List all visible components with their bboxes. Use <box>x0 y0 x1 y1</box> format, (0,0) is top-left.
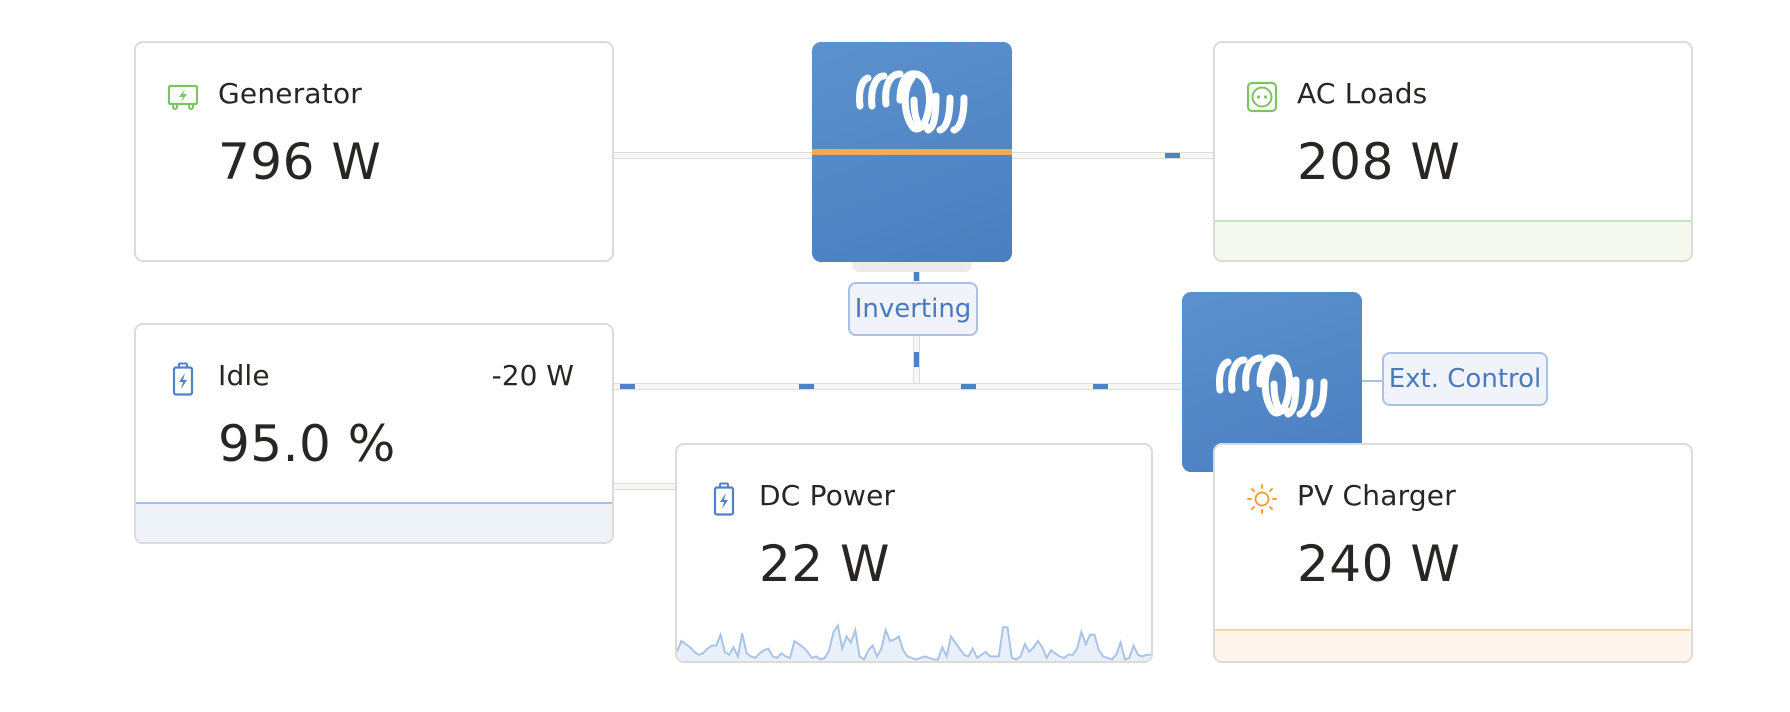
ac-loads-title: AC Loads <box>1297 77 1428 110</box>
generator-icon <box>166 80 200 114</box>
battery-card[interactable]: Idle -20 W 95.0 % <box>134 323 614 544</box>
ac-loads-history-band <box>1215 220 1691 260</box>
dc-flow-dot-3 <box>961 384 976 389</box>
dc-flow-dot-2 <box>799 384 814 389</box>
solar-charger-status-badge: Ext. Control <box>1382 352 1548 406</box>
battery-power: -20 W <box>491 359 574 392</box>
generator-card[interactable]: Generator 796 W <box>134 41 614 262</box>
dc-power-card[interactable]: DC Power 22 W <box>675 443 1153 663</box>
pv-charger-value: 240 W <box>1297 535 1461 593</box>
battery-icon <box>166 362 200 396</box>
inverter-device[interactable] <box>812 42 1012 262</box>
pv-charger-card[interactable]: PV Charger 240 W <box>1213 443 1693 663</box>
pv-charger-title: PV Charger <box>1297 479 1456 512</box>
inverter-status-badge: Inverting <box>848 282 978 336</box>
sun-icon <box>1245 482 1279 516</box>
dc-flow-dot-1 <box>620 384 635 389</box>
inverter-flow-dot-1 <box>914 269 919 281</box>
ac-loads-connector <box>1011 152 1214 159</box>
generator-value: 796 W <box>218 133 382 191</box>
ac-flow-dot <box>1165 153 1180 158</box>
dc-bus-connector <box>613 383 1185 390</box>
pv-charger-history-band <box>1215 629 1691 661</box>
inverter-ac-line <box>812 149 1012 155</box>
victron-logo-icon <box>1212 344 1332 428</box>
ac-loads-value: 208 W <box>1297 133 1461 191</box>
battery-icon <box>707 482 741 516</box>
battery-state: Idle <box>218 359 270 392</box>
solar-charger-device[interactable] <box>1182 292 1362 472</box>
generator-title: Generator <box>218 77 362 110</box>
generator-connector <box>613 152 813 159</box>
victron-logo-icon <box>854 60 970 144</box>
dc-power-title: DC Power <box>759 479 896 512</box>
inverter-flow-dot-2 <box>914 352 919 367</box>
dc-flow-dot-4 <box>1093 384 1108 389</box>
ac-loads-card[interactable]: AC Loads 208 W <box>1213 41 1693 262</box>
dc-power-sparkline <box>677 623 1151 661</box>
socket-icon <box>1245 80 1279 114</box>
dc-power-sparkline-line <box>677 623 1151 661</box>
battery-soc-band <box>136 502 612 542</box>
dc-power-sparkline-area <box>677 625 1151 661</box>
dc-power-connector <box>613 483 676 490</box>
ext-control-connector <box>1362 380 1384 382</box>
battery-soc-value: 95.0 % <box>218 415 396 473</box>
dc-power-value: 22 W <box>759 535 890 593</box>
